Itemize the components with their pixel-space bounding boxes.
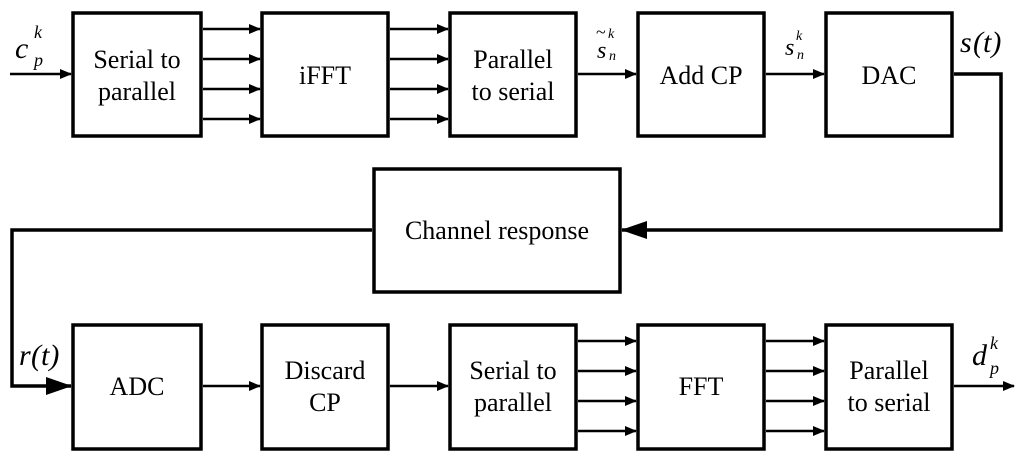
ifft-label: iFFT [299, 61, 351, 90]
discard-cp-block: Discard CP [260, 323, 390, 451]
dac-block: DAC [824, 11, 954, 138]
s2p-to-fft-arrows [578, 336, 637, 436]
tx-s2p-label-line2: parallel [98, 77, 176, 106]
svg-text:p: p [988, 358, 999, 378]
adc-label: ADC [110, 372, 165, 401]
svg-text:r: r [19, 339, 31, 372]
s-tilde-signal-label: ~ s k n [596, 22, 616, 64]
svg-text:(t): (t) [31, 339, 59, 372]
svg-text:k: k [796, 29, 803, 44]
add-cp-block: Add CP [636, 11, 766, 138]
tx-serial-to-parallel-block: Serial to parallel [71, 11, 203, 138]
rx-parallel-to-serial-block: Parallel to serial [824, 323, 954, 451]
tx-parallel-to-serial-block: Parallel to serial [448, 11, 578, 138]
svg-text:k: k [608, 27, 615, 42]
tx-p2s-label-line1: Parallel [473, 45, 552, 74]
rx-p2s-label-line1: Parallel [849, 356, 928, 385]
rx-p2s-label-line2: to serial [847, 388, 930, 417]
svg-text:k: k [990, 333, 999, 353]
svg-text:c: c [15, 32, 28, 65]
rx-s2p-label-line2: parallel [474, 388, 552, 417]
dac-to-channel-arrow [621, 72, 1003, 239]
adc-block: ADC [71, 323, 203, 451]
r-t-signal-label: r (t) [19, 339, 59, 372]
svg-text:s: s [597, 38, 606, 64]
discard-cp-label-line1: Discard [285, 356, 366, 385]
svg-text:d: d [972, 339, 988, 372]
fft-label: FFT [679, 372, 724, 401]
ifft-block: iFFT [260, 11, 390, 138]
fft-block: FFT [636, 323, 766, 451]
svg-text:s: s [785, 35, 794, 61]
svg-text:k: k [34, 22, 43, 42]
svg-text:~: ~ [596, 22, 606, 42]
dac-label: DAC [862, 61, 917, 90]
tx-p2s-label-line2: to serial [471, 77, 554, 106]
fft-to-p2s-arrows [766, 336, 825, 436]
ifft-to-p2s-arrows [390, 24, 449, 124]
discard-cp-label-line2: CP [309, 388, 341, 417]
tx-s2p-label-line1: Serial to [93, 45, 180, 74]
svg-text:n: n [797, 48, 804, 63]
s-t-signal-label: s (t) [960, 26, 1001, 59]
rx-s2p-label-line1: Serial to [469, 356, 556, 385]
svg-text:n: n [609, 49, 616, 64]
channel-to-adc-arrow [10, 228, 372, 395]
input-signal-label: c k p [15, 22, 43, 70]
svg-text:s: s [960, 26, 972, 59]
s-n-signal-label: s k n [785, 29, 804, 63]
channel-response-block: Channel response [372, 167, 622, 294]
svg-text:(t): (t) [973, 26, 1001, 59]
svg-text:p: p [32, 50, 43, 70]
s2p-to-ifft-arrows [203, 24, 261, 124]
output-signal-label: d k p [972, 333, 999, 378]
add-cp-label: Add CP [659, 61, 742, 90]
rx-serial-to-parallel-block: Serial to parallel [448, 323, 578, 451]
channel-response-label: Channel response [405, 216, 589, 245]
